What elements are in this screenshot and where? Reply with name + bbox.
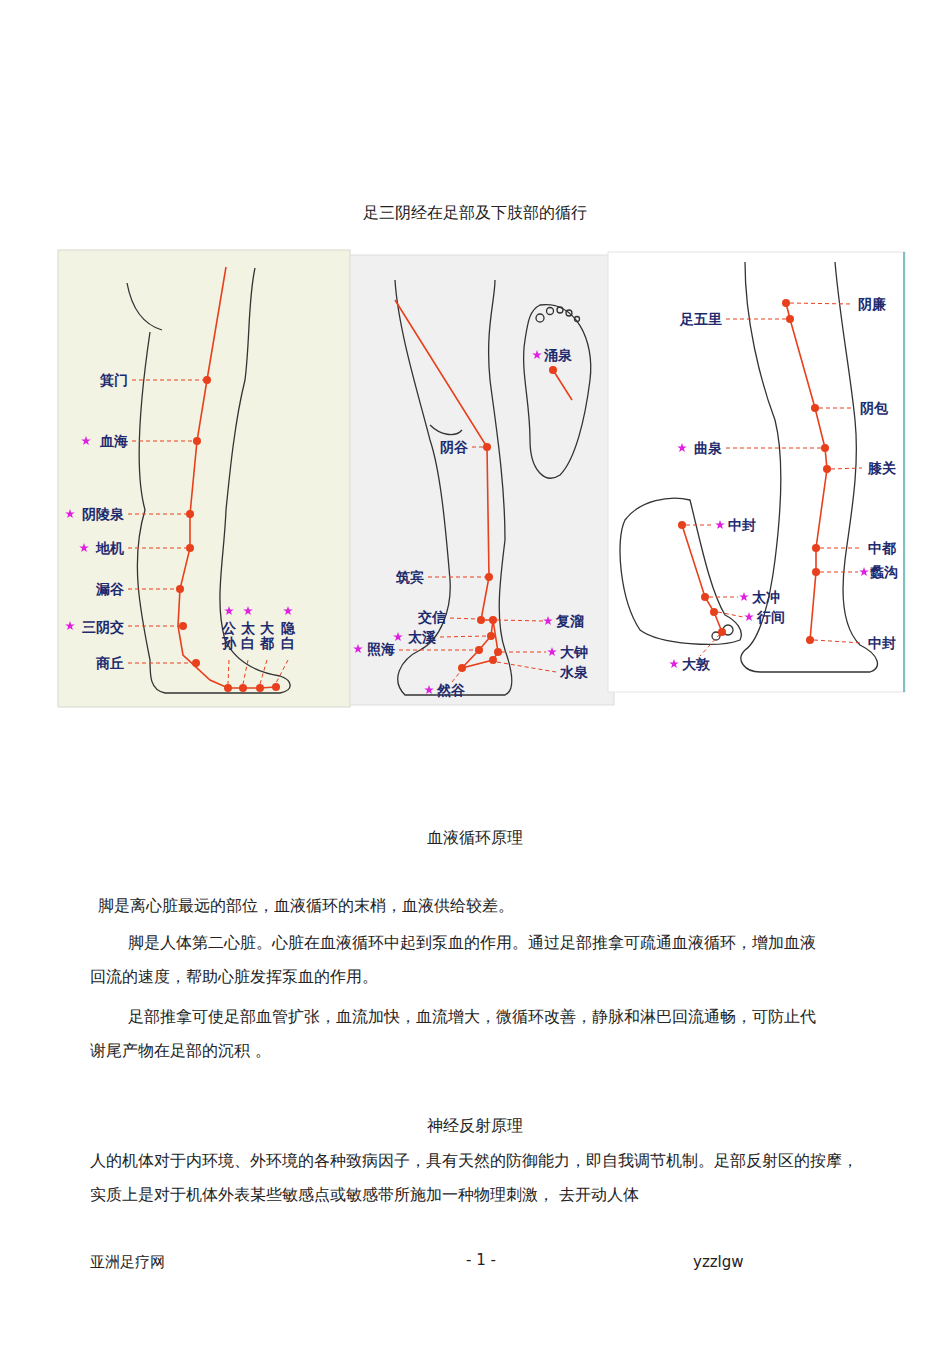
section-heading: 神经反射原理 <box>0 1115 950 1137</box>
point-label: 膝关 <box>868 459 896 477</box>
point-label: 漏谷 <box>96 580 124 598</box>
point-label-vertical: 太白 <box>241 621 255 652</box>
point-label-vertical: 大都 <box>260 621 274 652</box>
section-heading: 血液循环原理 <box>0 827 950 849</box>
panel-bg <box>608 252 905 692</box>
point-label: 地机 <box>96 539 124 557</box>
point-label: 照海 <box>367 640 395 658</box>
point-label: 涌泉 <box>544 346 572 364</box>
point-label: 三阴交 <box>82 618 124 636</box>
point-label: 太冲 <box>752 588 780 606</box>
body-paragraph: 人的机体对于内环境、外环境的各种致病因子，具有天然的防御能力，即自我调节机制。足… <box>90 1144 870 1212</box>
point-label: 阴陵泉 <box>82 505 124 523</box>
point-label: 箕门 <box>100 371 128 389</box>
leader-line <box>128 303 862 684</box>
point-label: 中封 <box>728 516 756 534</box>
point-label: 交信 <box>418 608 446 626</box>
point-label: 大钟 <box>560 643 588 661</box>
meridian-line <box>178 267 827 688</box>
point-label: 大敦 <box>682 655 710 673</box>
body-paragraph: 脚是人体第二心脏。心脏在血液循环中起到泵血的作用。通过足部推拿可疏通血液循环，增… <box>90 926 820 994</box>
diagram-title: 足三阴经在足部及下肢部的循行 <box>0 202 950 224</box>
body-paragraph: 足部推拿可使足部血管扩张，血流加快，血流增大，微循环改善，静脉和淋巴回流通畅，可… <box>90 1000 820 1068</box>
point-label: 复溜 <box>556 612 584 630</box>
panel-bg <box>58 250 350 707</box>
point-label: 水泉 <box>560 663 588 681</box>
point-label: 中都 <box>868 539 896 557</box>
point-label-vertical: 公孙 <box>222 621 236 652</box>
point-label: 商丘 <box>96 654 124 672</box>
leg-outline <box>127 262 877 695</box>
point-label: 阴谷 <box>440 438 468 456</box>
point-label-vertical: 隐白 <box>281 621 295 652</box>
point-label: 足五里 <box>680 310 722 328</box>
acupoint-dot <box>176 299 831 692</box>
panel-bg <box>350 255 614 705</box>
point-label: 血海 <box>100 432 128 450</box>
point-label: 太溪 <box>408 628 436 646</box>
point-label: 蠡沟 <box>870 563 898 581</box>
point-label: 行间 <box>757 608 785 626</box>
footer-text: yzzlgw <box>693 1252 744 1272</box>
point-label: 筑宾 <box>396 568 424 586</box>
page-number: - 1 - <box>466 1250 496 1270</box>
point-label: 曲泉 <box>694 439 722 457</box>
point-label: 阴廉 <box>858 295 886 313</box>
point-label: 然谷 <box>437 681 465 699</box>
body-paragraph: 脚是离心脏最远的部位，血液循环的末梢，血液供给较差。 <box>98 889 858 923</box>
point-label: 中封 <box>868 634 896 652</box>
point-label: 阴包 <box>860 399 888 417</box>
star-marker <box>65 350 869 694</box>
footer-text: 亚洲足疗网 <box>90 1252 165 1272</box>
